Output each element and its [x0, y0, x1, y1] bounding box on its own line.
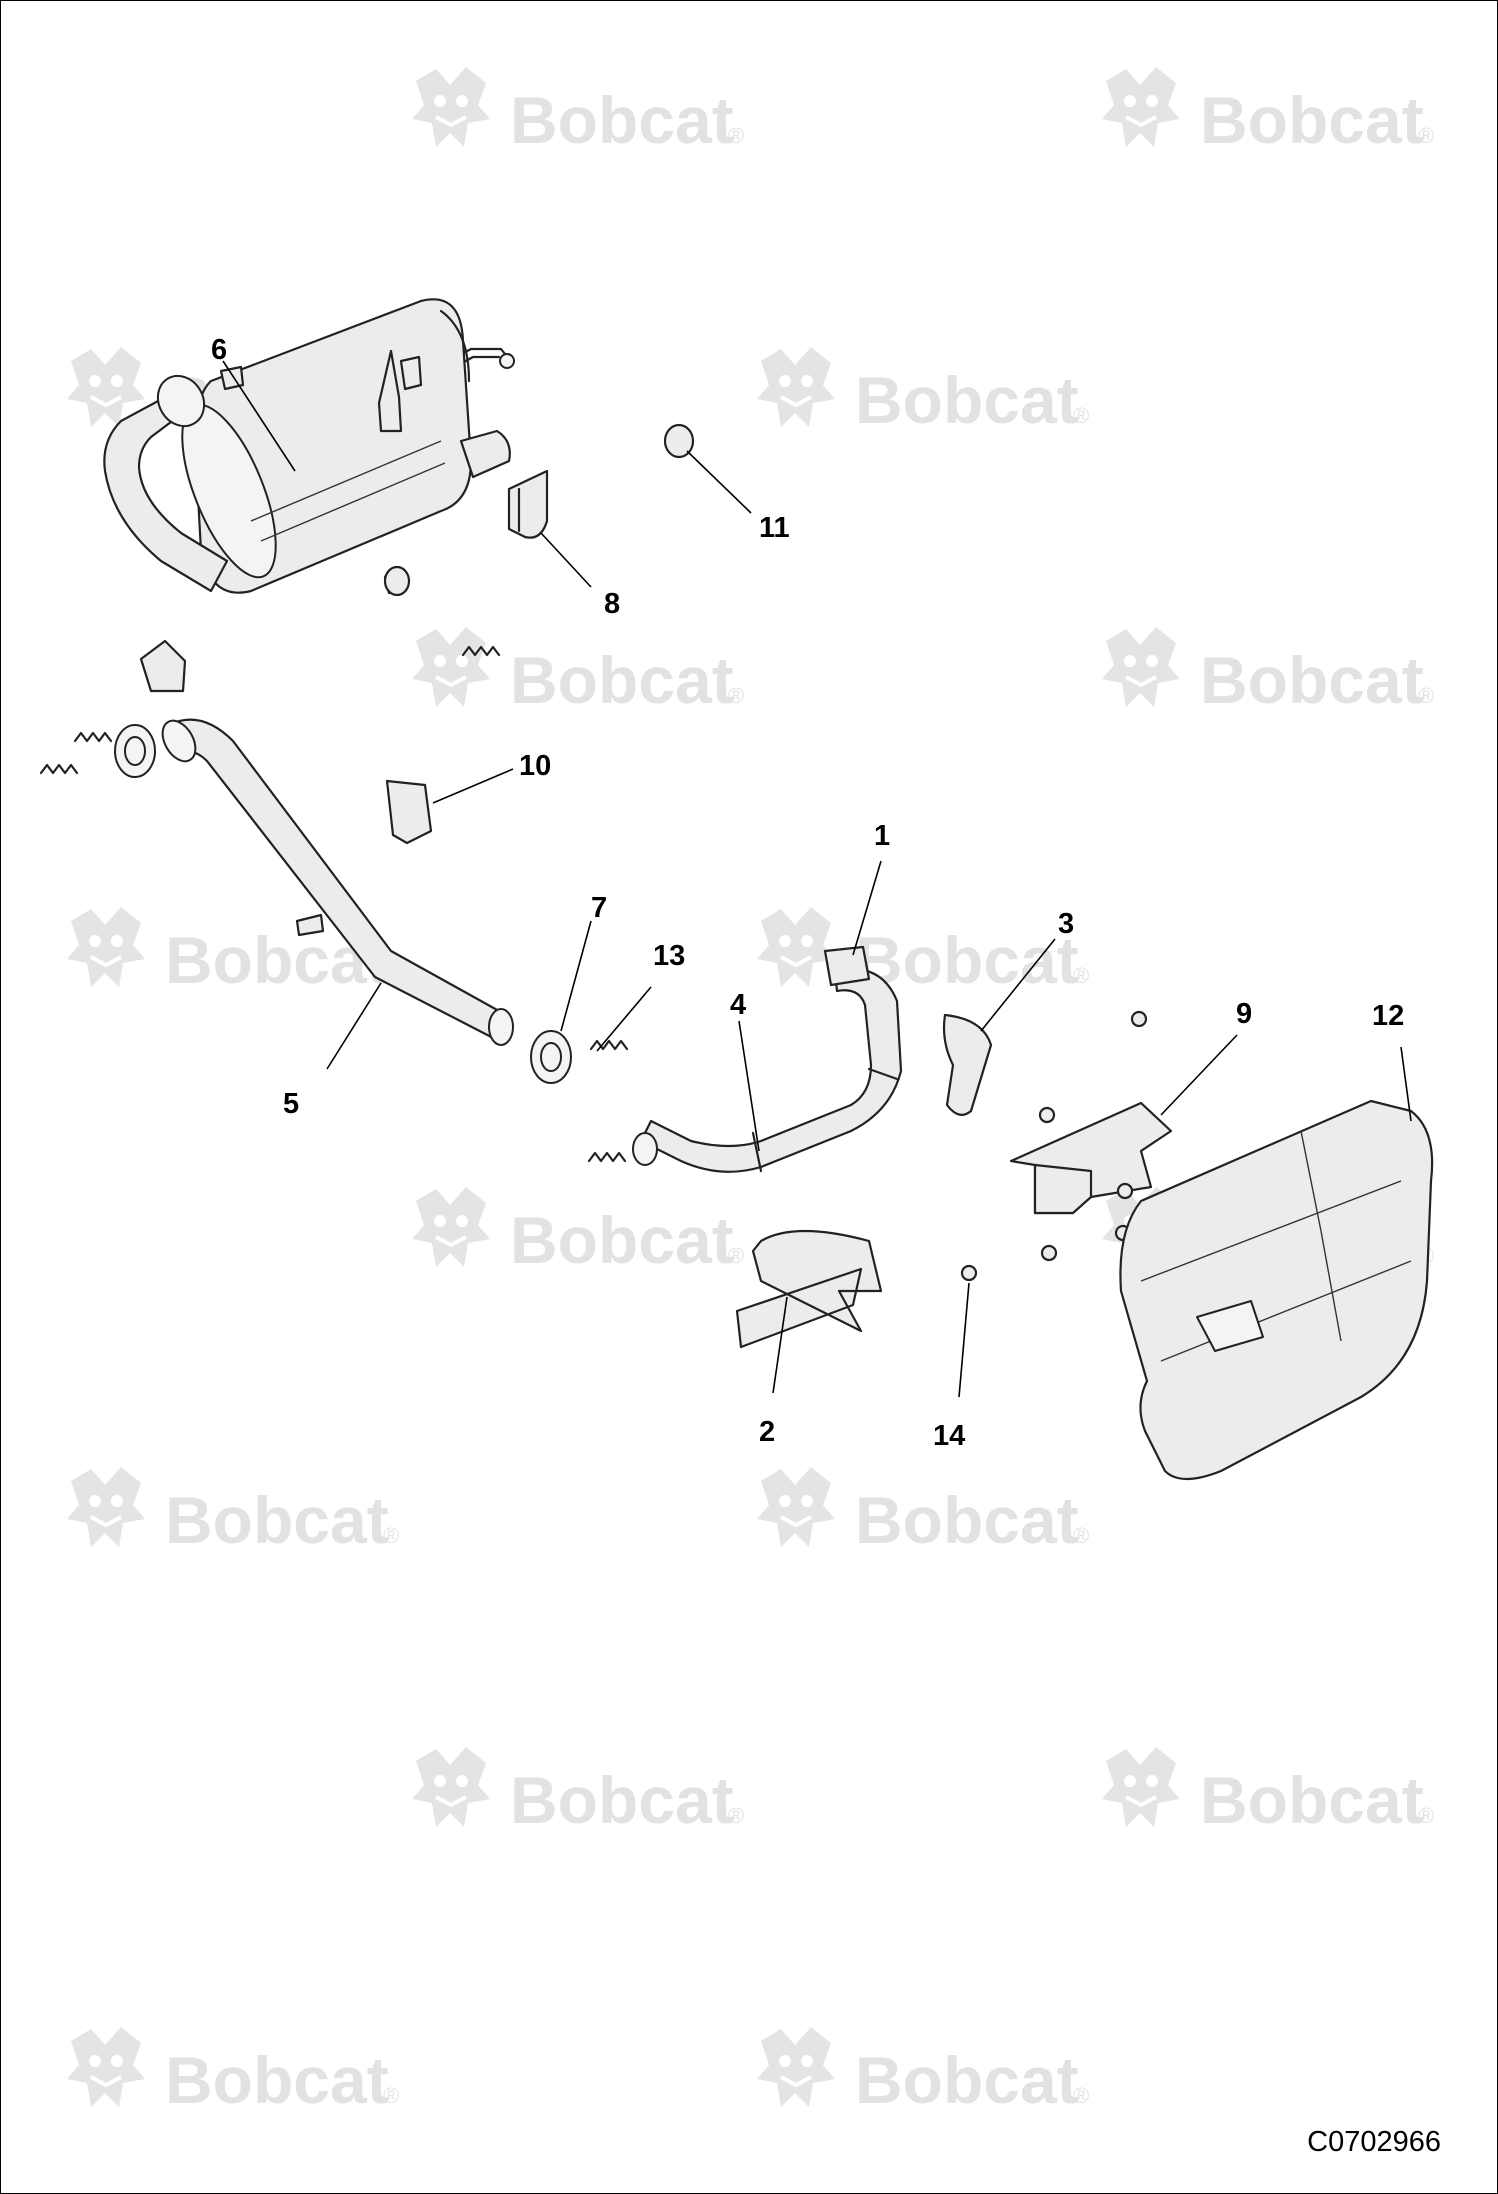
leader-lines — [222, 360, 1412, 1398]
bobcat-watermark: Bobcat® — [1100, 65, 1434, 157]
part-5-tailpipe — [161, 718, 514, 1046]
callout-13: 13 — [653, 940, 685, 972]
watermark-brand-text: Bobcat — [855, 923, 1079, 997]
bobcat-watermark: Bobcat® — [410, 1185, 744, 1277]
part-11-grommet-b — [383, 565, 411, 597]
watermark-reg-mark: ® — [728, 1803, 744, 1828]
bobcat-logo-icon — [410, 625, 492, 709]
watermark-brand-text: Bobcat — [510, 1203, 734, 1277]
drawing-code: C0702966 — [1307, 2126, 1441, 2158]
bobcat-logo-icon — [755, 1465, 837, 1549]
watermark-reg-mark: ® — [1418, 123, 1434, 148]
callout-1: 1 — [874, 820, 890, 852]
bobcat-watermark: Bobcat® — [410, 65, 744, 157]
part-9-bracket — [1009, 1101, 1173, 1215]
callout-12: 12 — [1372, 1000, 1404, 1032]
watermark-reg-mark: ® — [728, 1243, 744, 1268]
bobcat-logo-icon — [65, 905, 147, 989]
part-12-large-shield — [1119, 1099, 1434, 1481]
bobcat-watermark: Bobcat® — [1100, 625, 1434, 717]
bobcat-watermark: Bobcat® — [755, 905, 1089, 997]
callout-2: 2 — [759, 1416, 775, 1448]
watermark-brand-text: Bobcat — [855, 2043, 1079, 2117]
bobcat-watermark: Bobcat® — [1100, 1745, 1434, 1837]
callout-14: 14 — [933, 1420, 965, 1452]
callout-6: 6 — [211, 334, 227, 366]
bobcat-watermark: Bobcat® — [755, 345, 1089, 437]
callout-11: 11 — [759, 512, 790, 544]
bobcat-logo-icon — [410, 65, 492, 149]
part-2-heat-shield — [735, 1229, 883, 1349]
watermark-reg-mark: ® — [383, 1523, 399, 1548]
bobcat-watermark: Bobcat® — [410, 1745, 744, 1837]
part-11-grommet — [663, 423, 695, 459]
callout-8: 8 — [604, 588, 620, 620]
watermark-brand-text: Bobcat — [1200, 643, 1424, 717]
bobcat-watermark: Bobcat® — [65, 1465, 399, 1557]
callout-4: 4 — [730, 989, 746, 1021]
part-6-muffler — [103, 298, 515, 595]
spring-fasteners — [39, 645, 629, 1163]
bobcat-logo-icon — [65, 1465, 147, 1549]
bobcat-logo-icon — [755, 2025, 837, 2109]
bobcat-logo-icon — [410, 1745, 492, 1829]
watermark-reg-mark: ® — [1073, 403, 1089, 428]
watermark-reg-mark: ® — [1418, 1803, 1434, 1828]
bobcat-logo-icon — [755, 905, 837, 989]
bobcat-logo-icon — [755, 345, 837, 429]
part-3-shield — [942, 1013, 993, 1116]
bobcat-logo-icon — [1100, 625, 1182, 709]
watermark-brand-text: Bobcat — [510, 83, 734, 157]
watermark-reg-mark: ® — [728, 683, 744, 708]
watermark-brand-text: Bobcat — [165, 1483, 389, 1557]
watermark-reg-mark: ® — [1073, 963, 1089, 988]
watermark-brand-text: Bobcat — [510, 1763, 734, 1837]
watermark-reg-mark: ® — [1073, 1523, 1089, 1548]
bobcat-watermark: Bobcat® — [410, 625, 744, 717]
bobcat-watermark: Bobcat® — [755, 2025, 1089, 2117]
watermark-brand-text: Bobcat — [510, 643, 734, 717]
watermark-reg-mark: ® — [383, 2083, 399, 2108]
part-8-clamp — [139, 469, 549, 693]
callout-9: 9 — [1236, 998, 1252, 1030]
watermark-reg-mark: ® — [1418, 683, 1434, 708]
watermark-brand-text: Bobcat — [165, 2043, 389, 2117]
bobcat-logo-icon — [410, 1185, 492, 1269]
part-10-mount — [385, 779, 433, 845]
watermark-brand-text: Bobcat — [855, 1483, 1079, 1557]
callout-10: 10 — [519, 750, 551, 782]
watermark-reg-mark: ® — [1073, 2083, 1089, 2108]
bobcat-logo-icon — [65, 2025, 147, 2109]
bobcat-watermark: Bobcat® — [755, 1465, 1089, 1557]
part-4-front-pipe — [632, 945, 903, 1173]
callout-5: 5 — [283, 1088, 299, 1120]
bobcat-logo-icon — [1100, 1745, 1182, 1829]
watermark-brand-text: Bobcat — [855, 363, 1079, 437]
callout-3: 3 — [1058, 908, 1074, 940]
callout-7: 7 — [591, 892, 607, 924]
watermark-reg-mark: ® — [728, 123, 744, 148]
watermark-brand-text: Bobcat — [1200, 83, 1424, 157]
bobcat-logo-icon — [1100, 65, 1182, 149]
watermark-brand-text: Bobcat — [1200, 1763, 1424, 1837]
bobcat-watermark: Bobcat® — [65, 2025, 399, 2117]
callout-labels: 6 11 8 10 1 7 3 9 12 13 4 5 2 14 — [211, 334, 1404, 1452]
